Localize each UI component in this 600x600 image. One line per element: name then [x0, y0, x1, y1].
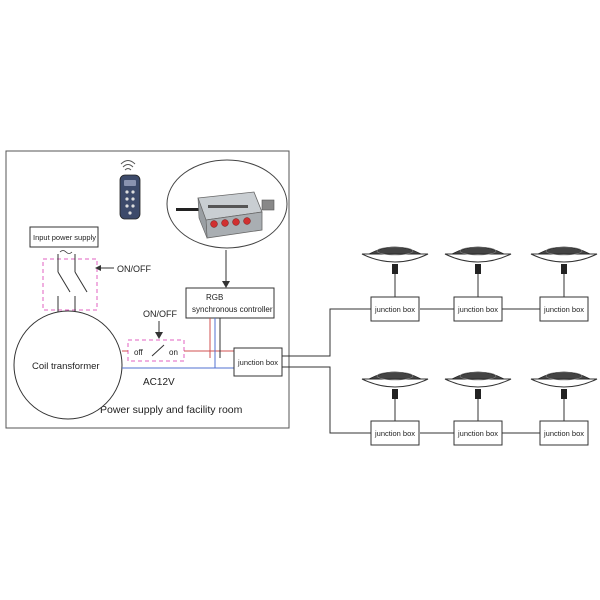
facility-room-frame: [5, 150, 290, 429]
junction-box: [453, 296, 503, 322]
rgb-controller-label-2: synchronous controller: [192, 305, 273, 314]
junction-box-label: junction box: [543, 305, 584, 314]
junction-box: [370, 420, 420, 446]
junction-box-label: junction box: [543, 429, 584, 438]
pool-light-icon: [530, 246, 598, 297]
main-junction-box: [233, 347, 283, 377]
rgb-controller-box: [185, 287, 275, 319]
pool-light-icon: [444, 371, 512, 421]
photo-to-controller-arrow: [222, 250, 230, 288]
facility-room-title: Power supply and facility room: [100, 404, 243, 416]
junction-box-label: junction box: [457, 429, 498, 438]
voltage-label: AC12V: [143, 377, 175, 388]
input-power-supply-label: Input power supply: [33, 233, 96, 242]
feed-lines: [282, 308, 542, 434]
coil-transformer: [13, 310, 123, 420]
controller-device-photo: [166, 159, 288, 249]
input-power-supply-box: [29, 226, 99, 248]
junction-box: [453, 420, 503, 446]
pool-light-icon: [530, 371, 598, 421]
coil-transformer-label: Coil transformer: [32, 361, 100, 372]
main-switch-label: ON/OFF: [117, 264, 151, 274]
secondary-switch-arrow: [155, 321, 163, 339]
rgb-controller-label-1: RGB: [206, 293, 223, 302]
switch-off-label: off: [134, 348, 144, 357]
junction-box-label: junction box: [374, 429, 415, 438]
ac-symbol-icon: [59, 250, 73, 254]
junction-box: [539, 420, 589, 446]
pool-light-icon: [444, 246, 512, 297]
pool-light-icon: [361, 246, 429, 297]
field-units: junction box junction box junction box junc…: [361, 246, 598, 446]
secondary-switch-label: ON/OFF: [143, 309, 177, 319]
main-junction-box-label: junction box: [237, 358, 278, 367]
junction-box: [370, 296, 420, 322]
room-wiring: [122, 318, 234, 369]
switch-blade: [151, 344, 165, 357]
pool-light-icon: [361, 371, 429, 421]
switch-on-label: on: [169, 348, 178, 357]
main-switch: [42, 254, 114, 318]
remote-control-icon: [119, 160, 141, 220]
junction-box: [539, 296, 589, 322]
junction-box-label: junction box: [374, 305, 415, 314]
junction-box-label: junction box: [457, 305, 498, 314]
